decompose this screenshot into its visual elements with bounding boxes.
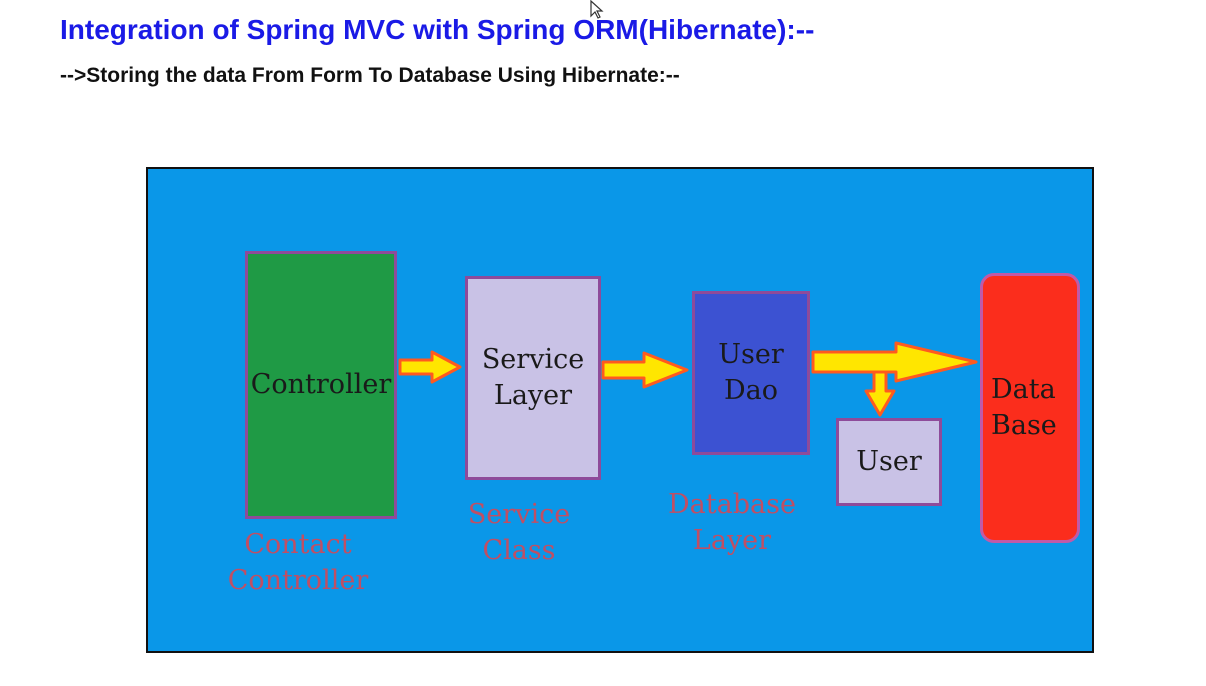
- service-layer-node: Service Layer: [465, 276, 601, 480]
- arrow-dao-to-database: [811, 341, 978, 383]
- diagram-panel: Controller Service Layer User Dao User D…: [146, 167, 1094, 653]
- page-title: Integration of Spring MVC with Spring OR…: [60, 14, 815, 45]
- page-subtitle: -->Storing the data From Form To Databas…: [60, 64, 680, 87]
- contact-controller-caption: Contact Controller: [227, 529, 369, 596]
- flow-arrows: [398, 341, 978, 417]
- service-class-caption: Service Class: [467, 499, 571, 566]
- arrow-dao-to-user: [864, 370, 896, 417]
- database-layer-caption: Database Layer: [668, 489, 796, 556]
- database-node: Data Base: [980, 273, 1080, 543]
- controller-node: Controller: [245, 251, 397, 519]
- user-node: User: [836, 418, 942, 506]
- user-dao-node: User Dao: [692, 291, 810, 455]
- arrow-service-to-dao: [601, 351, 689, 389]
- arrow-controller-to-service: [398, 350, 462, 384]
- mouse-cursor-icon: [590, 0, 604, 19]
